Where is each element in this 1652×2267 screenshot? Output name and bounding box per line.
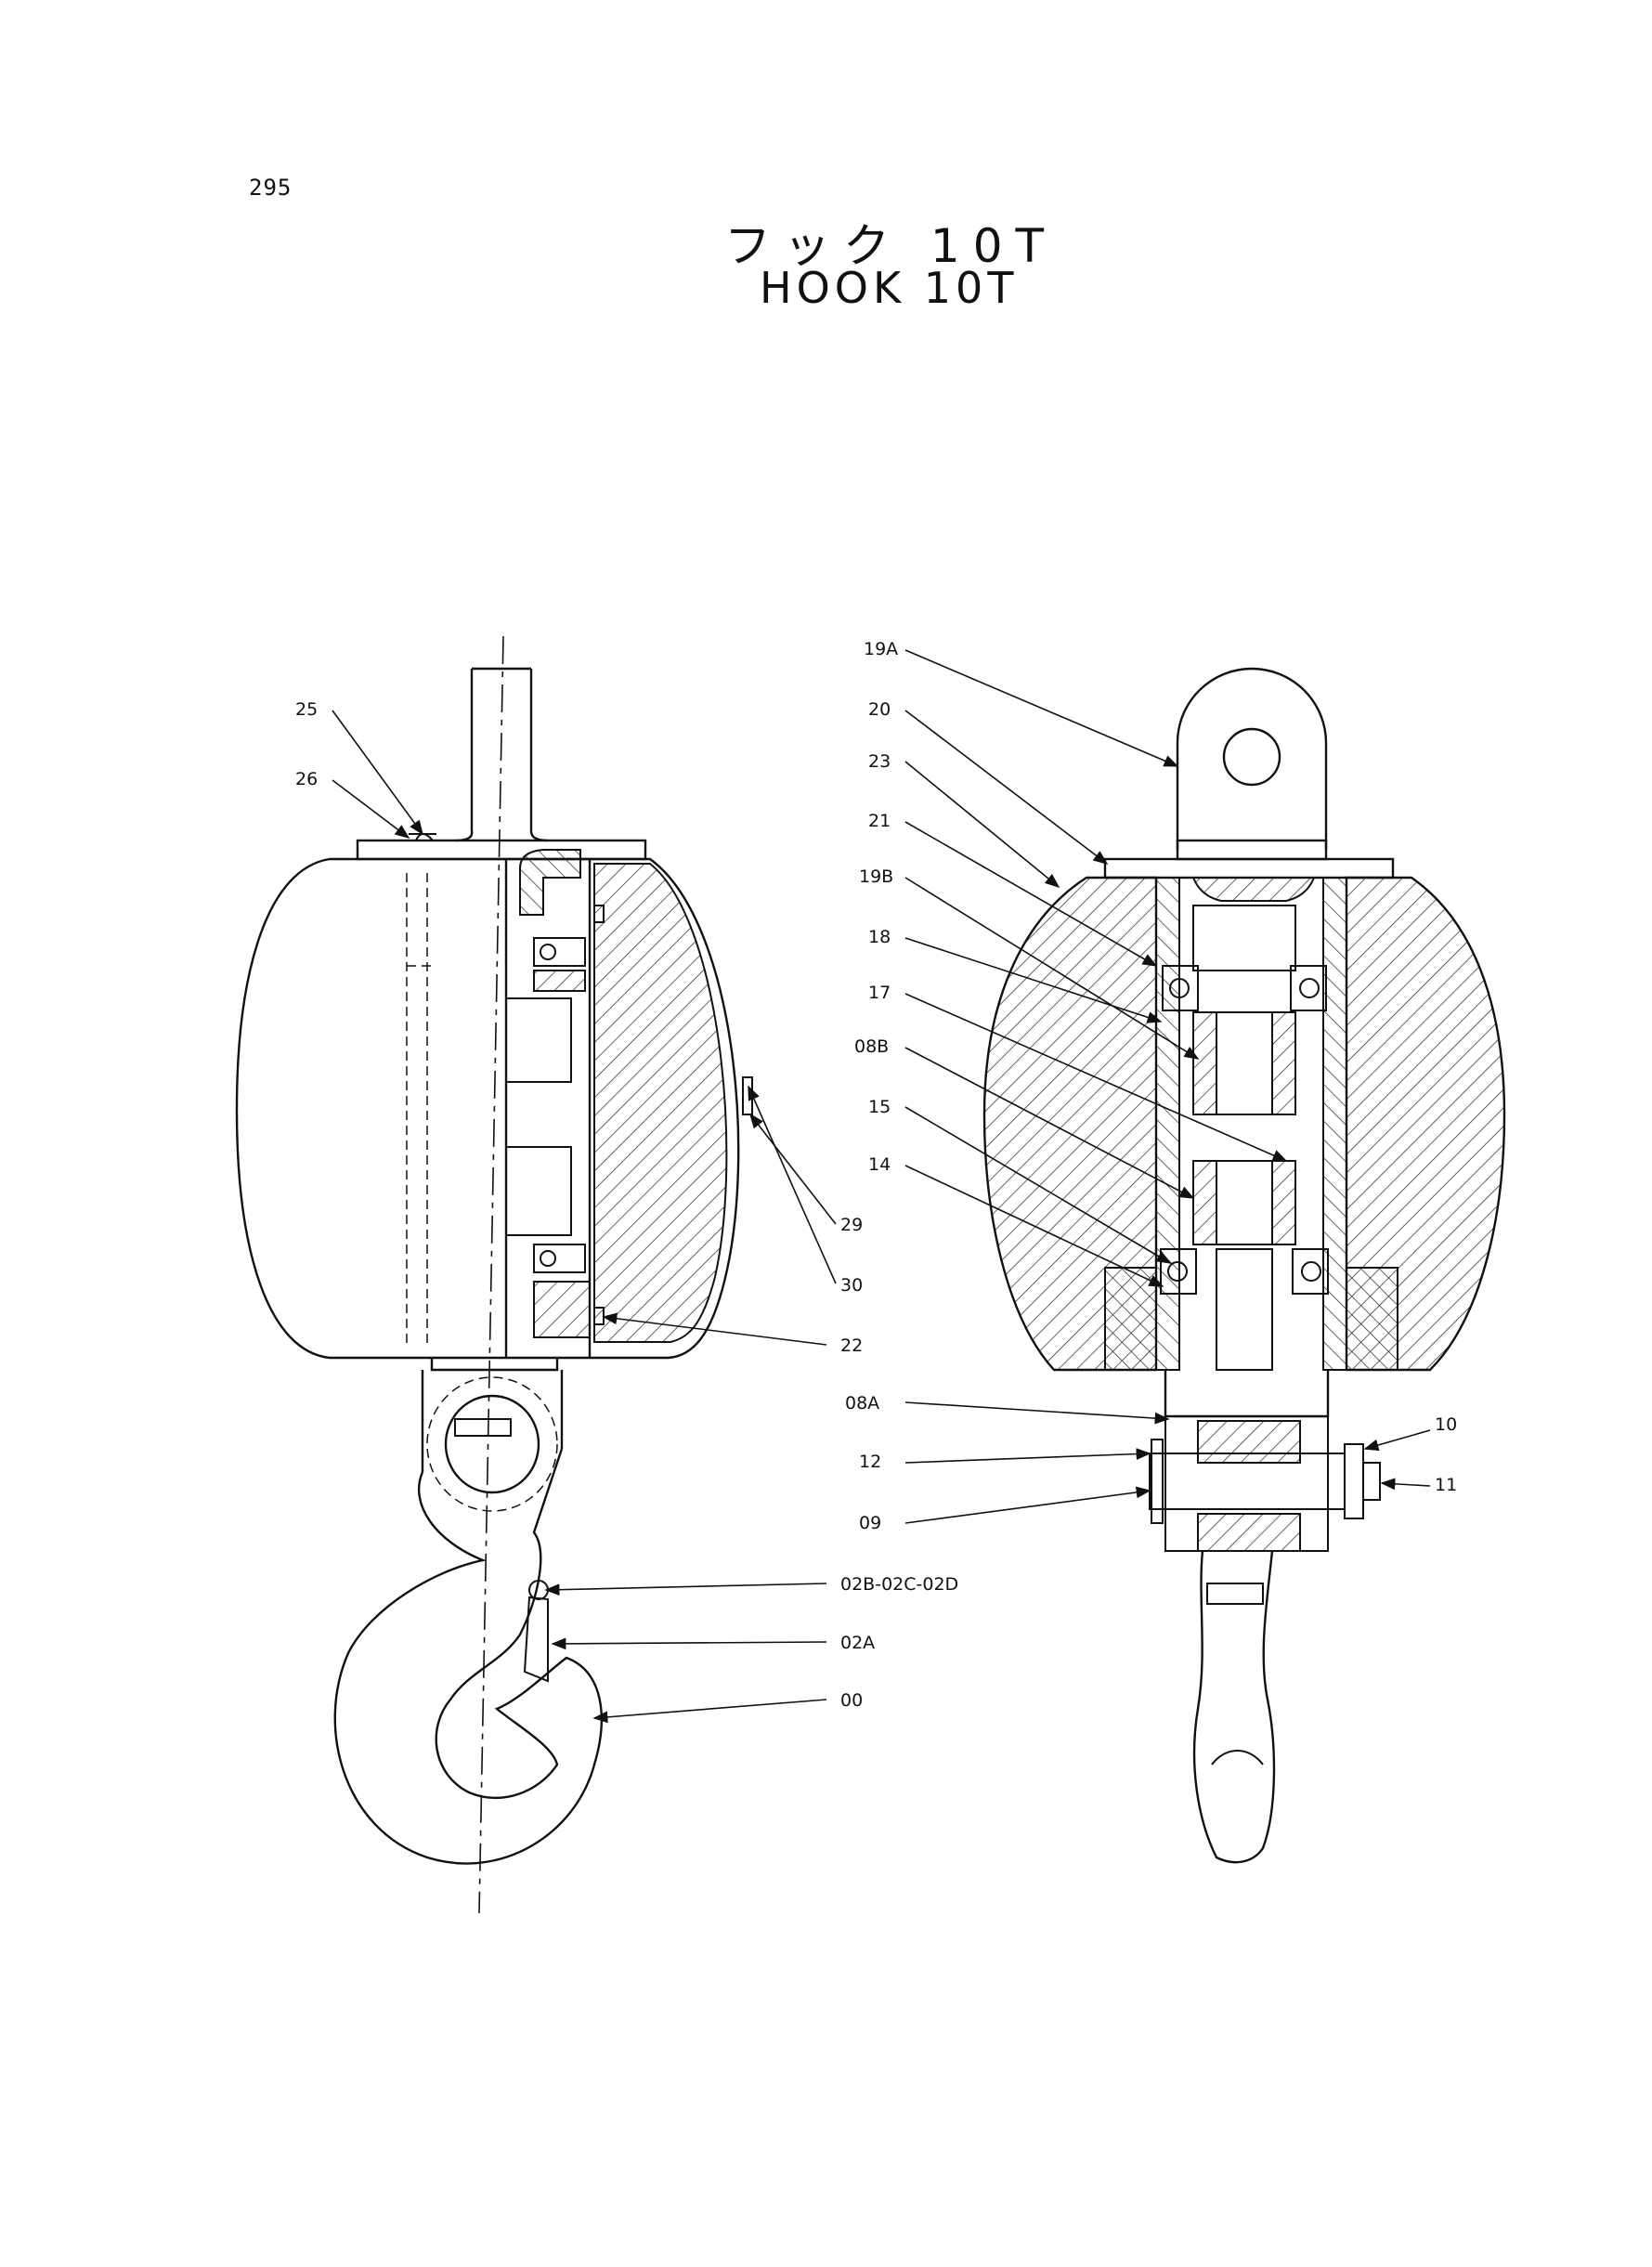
label-08b: 08B	[854, 1036, 889, 1057]
label-19b: 19B	[859, 866, 893, 887]
right-top-plate	[1103, 857, 1395, 879]
left-upper-bearing	[533, 937, 586, 967]
label-02a: 02A	[840, 1633, 875, 1653]
label-29: 29	[840, 1215, 863, 1235]
label-09: 09	[859, 1513, 881, 1533]
left-lower-bearing	[533, 1244, 586, 1273]
label-25: 25	[295, 699, 318, 720]
right-drum-body	[982, 876, 1158, 1372]
right-upper-bearing-r	[1290, 965, 1327, 1011]
label-02b-02c-02d: 02B-02C-02D	[840, 1574, 958, 1595]
label-12: 12	[859, 1452, 881, 1472]
left-top-shaft	[470, 667, 533, 831]
right-lower-bearing-r	[1292, 1248, 1329, 1295]
right-lower-bearing-l	[1160, 1248, 1197, 1295]
label-10: 10	[1435, 1414, 1457, 1435]
left-section-hatch	[593, 863, 728, 1343]
left-shank-eye	[444, 1394, 540, 1494]
right-upper-bearing-l	[1162, 965, 1199, 1011]
label-21: 21	[868, 811, 891, 831]
left-safety-latch	[523, 1596, 549, 1683]
right-clevis	[1164, 1370, 1330, 1418]
label-20: 20	[868, 699, 891, 720]
left-drum-body	[235, 857, 740, 1360]
leader-lines	[332, 649, 1431, 1724]
label-26: 26	[295, 769, 318, 789]
part-labels: 25 26 29 30 22 02B-02C-02D 02A 00 19A 20…	[295, 639, 1457, 1711]
title-english: HOOK 10T	[760, 263, 1019, 313]
label-19a: 19A	[864, 639, 898, 659]
right-lifting-eye	[1176, 667, 1328, 850]
page-number: 295	[249, 175, 293, 201]
label-08a: 08A	[845, 1393, 879, 1414]
label-11: 11	[1435, 1475, 1457, 1495]
title-japanese: フック 10T	[724, 219, 1058, 273]
label-00: 00	[840, 1690, 863, 1711]
label-30: 30	[840, 1275, 863, 1296]
label-15: 15	[868, 1097, 891, 1117]
label-18: 18	[868, 927, 891, 947]
left-hook-body	[333, 1448, 603, 1865]
label-23: 23	[868, 751, 891, 772]
label-14: 14	[868, 1154, 891, 1175]
right-hook-tip	[1192, 1550, 1276, 1864]
left-center-line	[478, 635, 504, 1914]
left-top-plate	[356, 839, 647, 861]
label-22: 22	[840, 1335, 863, 1356]
label-17: 17	[868, 983, 891, 1003]
left-view	[235, 635, 753, 1914]
left-hook-shank	[421, 1358, 564, 1472]
right-view	[982, 667, 1506, 1864]
